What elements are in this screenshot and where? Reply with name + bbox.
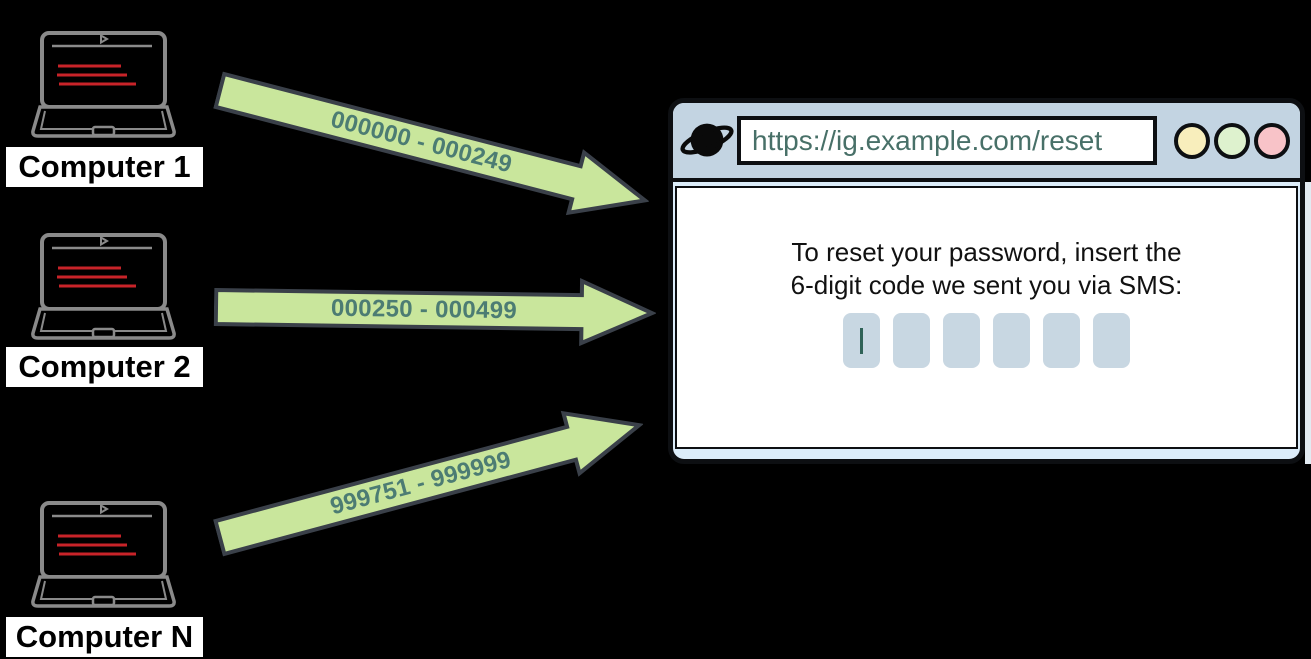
code-digit-input-3[interactable] (943, 313, 980, 368)
browser-window: https://ig.example.com/reset To reset yo… (668, 98, 1305, 464)
reset-instructions: To reset your password, insert the 6-dig… (677, 188, 1296, 302)
text-cursor (860, 327, 863, 354)
code-digit-input-4[interactable] (993, 313, 1030, 368)
laptop-icon (31, 31, 176, 138)
planet-icon (680, 123, 734, 157)
computer-label: Computer N (6, 617, 203, 657)
background-edge-strip (1305, 182, 1311, 464)
window-button-yellow[interactable] (1174, 123, 1210, 159)
arrow-computer1-to-browser: 000000 - 000249 (209, 56, 657, 235)
arrow-computerN-to-browser: 999751 - 999999 (209, 390, 652, 571)
reset-page-panel: To reset your password, insert the 6-dig… (675, 186, 1298, 449)
code-digit-input-2[interactable] (893, 313, 930, 368)
code-input-row (677, 313, 1296, 368)
window-button-pink[interactable] (1254, 123, 1290, 159)
webcam-icon (100, 503, 109, 515)
laptop-icon (31, 501, 176, 608)
arrow-range-label: 999751 - 999999 (327, 446, 515, 521)
computer-label: Computer 1 (6, 147, 203, 187)
arrow-range-label: 000000 - 000249 (328, 105, 515, 179)
browser-header: https://ig.example.com/reset (673, 103, 1300, 182)
webcam-icon (100, 33, 109, 45)
arrow-computer2-to-browser: 000250 - 000499 (213, 272, 657, 348)
code-digit-input-5[interactable] (1043, 313, 1080, 368)
window-button-green[interactable] (1214, 123, 1250, 159)
code-digit-input-1[interactable] (843, 313, 880, 368)
computer-label: Computer 2 (6, 347, 203, 387)
url-input[interactable]: https://ig.example.com/reset (737, 116, 1157, 165)
laptop-icon (31, 233, 176, 340)
code-digit-input-6[interactable] (1093, 313, 1130, 368)
instruction-line-1: To reset your password, insert the (791, 237, 1182, 267)
webcam-icon (100, 235, 109, 247)
instruction-line-2: 6-digit code we sent you via SMS: (790, 270, 1183, 300)
arrow-range-label: 000250 - 000499 (330, 294, 518, 325)
browser-body: To reset your password, insert the 6-dig… (673, 182, 1300, 463)
